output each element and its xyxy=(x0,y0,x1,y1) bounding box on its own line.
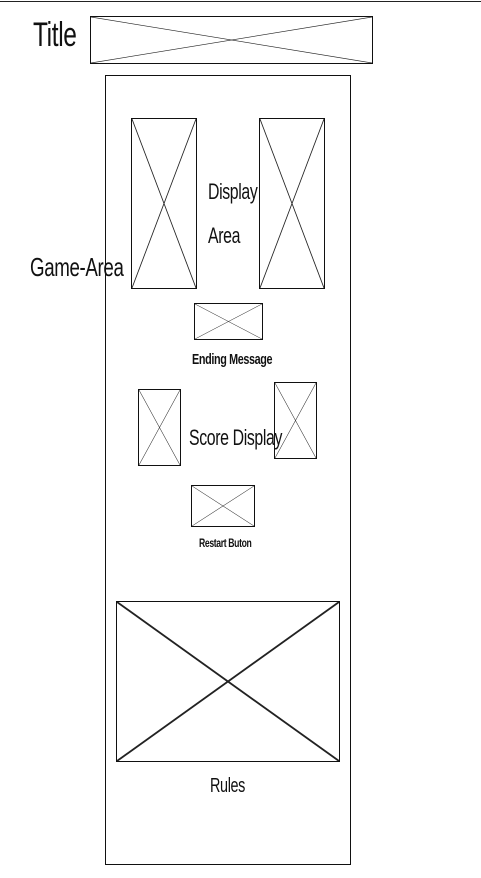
rules-placeholder xyxy=(116,601,340,762)
crossed-box-icon xyxy=(117,602,339,761)
rules-label: Rules xyxy=(210,775,246,797)
crossed-box-icon xyxy=(139,390,180,465)
top-divider xyxy=(0,1,481,2)
restart-button-label: Restart Buton xyxy=(199,536,252,550)
score-display-label: Score Display xyxy=(189,425,283,450)
crossed-box-icon xyxy=(132,119,196,288)
display-area-right-placeholder xyxy=(259,118,325,289)
crossed-box-icon xyxy=(192,486,254,526)
title-placeholder xyxy=(90,16,373,64)
title-label: Title xyxy=(33,16,77,54)
crossed-box-icon xyxy=(195,304,262,339)
display-area-label-line2: Area xyxy=(208,223,241,248)
ending-message-placeholder xyxy=(194,303,263,340)
score-display-left-placeholder xyxy=(138,389,181,466)
display-area-label-line1: Display xyxy=(208,179,258,204)
crossed-box-icon xyxy=(91,17,372,63)
restart-button-placeholder xyxy=(191,485,255,527)
display-area-left-placeholder xyxy=(131,118,197,289)
game-area-container xyxy=(105,75,351,865)
game-area-label: Game-Area xyxy=(30,252,124,282)
ending-message-label: Ending Message xyxy=(192,351,273,368)
crossed-box-icon xyxy=(275,383,316,458)
score-display-right-placeholder xyxy=(274,382,317,459)
crossed-box-icon xyxy=(260,119,324,288)
